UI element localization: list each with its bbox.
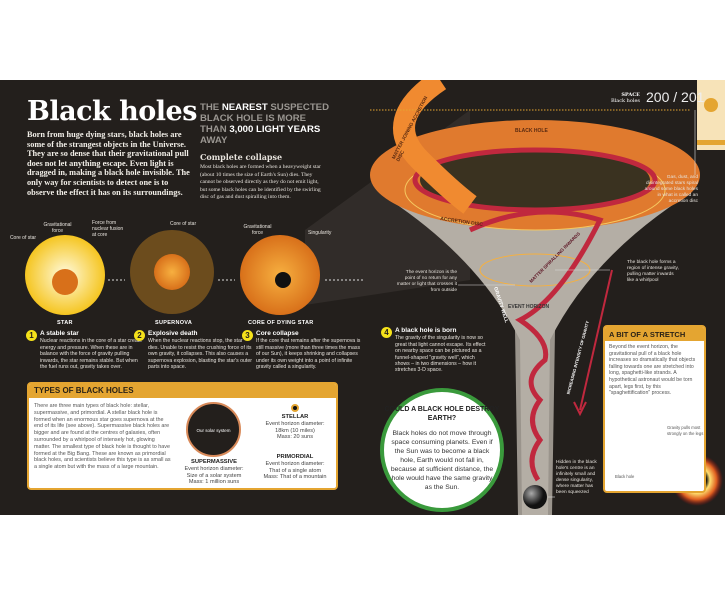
annotation-event-horizon: The event horizon is the point of no ret… bbox=[396, 270, 457, 293]
step-body: If the core that remains after the super… bbox=[256, 338, 361, 371]
label-dying-core: CORE OF DYING STAR bbox=[248, 320, 314, 326]
quote-part: SUSPECTED BLACK HOLE IS MORE THAN bbox=[200, 102, 330, 135]
label-supernova: SUPERNOVA bbox=[155, 320, 193, 326]
annotation-whirlpool: The black hole forms a region of intense… bbox=[627, 260, 679, 283]
type-name: PRIMORDIAL bbox=[276, 454, 314, 460]
collapse-heading: Complete collapse bbox=[200, 152, 283, 162]
quote-fact: THE NEAREST SUSPECTED BLACK HOLE IS MORE… bbox=[200, 102, 330, 146]
label-singularity: Singularity bbox=[308, 230, 332, 236]
type-line: Event horizon diameter: bbox=[184, 465, 244, 472]
step-title: Explosive death bbox=[148, 330, 198, 337]
step-body: When the nuclear reactions stop, the sta… bbox=[148, 338, 252, 371]
quote-part: 3,000 LIGHT YEARS bbox=[229, 124, 321, 135]
types-body: There are three main types of black hole… bbox=[34, 403, 171, 471]
type-line: Size of a solar system bbox=[186, 472, 242, 479]
spiral-matter bbox=[412, 147, 658, 482]
earth-heading: COULD A BLACK HOLE DESTROY EARTH? bbox=[384, 406, 500, 422]
label-core-of-star: Core of star bbox=[9, 235, 37, 241]
stellar-icon bbox=[291, 404, 299, 412]
quote-part: THE bbox=[200, 102, 222, 113]
gravity-well-diagram bbox=[25, 80, 725, 515]
step-body: The gravity of the singularity is now so… bbox=[395, 335, 486, 374]
step-number: 1 bbox=[26, 330, 37, 341]
types-heading: TYPES OF BLACK HOLES bbox=[29, 384, 336, 398]
label-grav-force: Gravitational force bbox=[43, 222, 72, 234]
label-star: STAR bbox=[57, 320, 73, 326]
quote-part: NEAREST bbox=[221, 102, 268, 113]
stretch-body: Beyond the event horizon, the gravitatio… bbox=[609, 344, 696, 397]
earth-question-circle: COULD A BLACK HOLE DESTROY EARTH? Black … bbox=[380, 388, 504, 512]
annotation-accretion: Gas, dust, and disintegrated stars spira… bbox=[644, 175, 698, 204]
label-fusion-force: Force from nuclear fusion at core bbox=[92, 220, 124, 238]
collapse-body: Most black holes are formed when a heavy… bbox=[200, 164, 321, 200]
page-title: Black holes bbox=[27, 96, 197, 127]
section-icon-box bbox=[697, 80, 725, 150]
bit-of-a-stretch-box: A BIT OF A STRETCH Beyond the event hori… bbox=[603, 325, 706, 493]
label-black-hole: BLACK HOLE bbox=[515, 128, 548, 134]
subsection-name: Black holes bbox=[610, 98, 640, 104]
type-line: Event horizon diameter: bbox=[265, 460, 325, 467]
types-of-black-holes-box: TYPES OF BLACK HOLES There are three mai… bbox=[27, 382, 338, 490]
type-line: Mass: That of a mountain bbox=[263, 474, 327, 481]
supermassive-icon: Our solar system bbox=[186, 402, 241, 457]
step-body: Nuclear reactions in the core of a star … bbox=[40, 338, 143, 371]
label-core-of-star-2: Core of star bbox=[170, 221, 197, 227]
step-title: Core collapse bbox=[256, 330, 299, 337]
step-number: 3 bbox=[242, 330, 253, 341]
type-line: Mass: 1 million suns bbox=[188, 479, 240, 486]
stretch-heading: A BIT OF A STRETCH bbox=[605, 327, 704, 341]
step-title: A stable star bbox=[40, 330, 79, 337]
matter-stream bbox=[393, 80, 477, 214]
legs-note: Gravity pulls most strongly on the legs bbox=[667, 425, 704, 436]
type-name: SUPERMASSIVE bbox=[190, 459, 238, 465]
solar-system-label: Our solar system bbox=[196, 428, 231, 433]
singularity-ball bbox=[523, 485, 547, 509]
label-event-horizon: EVENT HORIZON bbox=[508, 304, 550, 310]
section-name: SPACE bbox=[621, 92, 640, 98]
type-name: STELLAR bbox=[281, 414, 309, 420]
type-line: Mass: 20 suns bbox=[276, 434, 314, 441]
page-numbers: 200 / 201 bbox=[646, 89, 705, 105]
step-number: 4 bbox=[381, 327, 392, 338]
annotation-singularity: Hidden in the black hole's centre is an … bbox=[556, 460, 597, 495]
type-line: 18km (10 miles) bbox=[275, 427, 315, 434]
earth-body: Black holes do not move through space co… bbox=[390, 430, 494, 491]
type-line: That of a single atom bbox=[268, 467, 322, 474]
type-line: Event horizon diameter: bbox=[265, 420, 325, 427]
step-number: 2 bbox=[134, 330, 145, 341]
book-spread: Black holes Born from huge dying stars, … bbox=[0, 80, 725, 515]
step-title: A black hole is born bbox=[395, 327, 457, 334]
black-hole-label: Black hole bbox=[615, 474, 635, 479]
label-grav-force-2: Gravitational force bbox=[243, 224, 272, 236]
intro-text: Born from huge dying stars, black holes … bbox=[27, 130, 190, 197]
quote-part: AWAY bbox=[200, 135, 228, 146]
